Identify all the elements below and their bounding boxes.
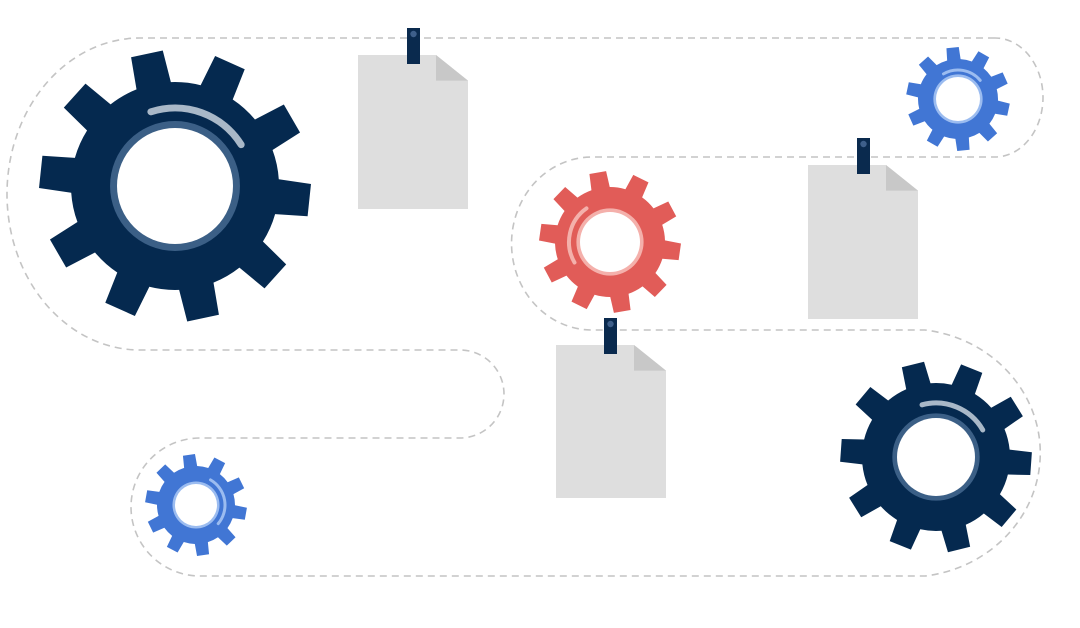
- red-medium-gear: [539, 171, 681, 313]
- dashed-path-line: [6, 37, 1044, 577]
- gear-hole: [936, 77, 980, 121]
- document-clip-dot: [410, 30, 417, 38]
- document-page: [808, 165, 918, 319]
- document-clip-dot: [860, 140, 867, 148]
- document-page: [358, 55, 468, 209]
- blue-small-gear-bottom: [145, 454, 247, 556]
- blue-small-gear-top: [906, 47, 1010, 151]
- gear-hole: [897, 418, 975, 496]
- document-fold: [886, 165, 918, 191]
- gear-highlight-arc: [567, 206, 589, 265]
- document-1: [358, 28, 468, 209]
- gear-hole: [175, 484, 217, 526]
- gear-highlight-arc: [942, 68, 982, 82]
- document-3: [556, 318, 666, 498]
- document-fold: [634, 345, 666, 371]
- document-clip: [604, 318, 617, 354]
- document-page: [556, 345, 666, 498]
- navy-large-gear-bottom: [840, 361, 1032, 553]
- document-clip: [407, 28, 420, 64]
- gear-highlight-arc: [147, 104, 245, 149]
- document-fold: [436, 55, 468, 81]
- gear-hole: [117, 128, 233, 244]
- navy-large-gear: [39, 50, 311, 322]
- document-group: [358, 28, 918, 498]
- document-clip-dot: [607, 320, 614, 328]
- gear-hole: [580, 212, 640, 272]
- gear-highlight-arc: [209, 478, 227, 526]
- document-clip: [857, 138, 870, 174]
- dashed-process-path: [6, 37, 1044, 577]
- gear-group: [39, 47, 1032, 556]
- document-2: [808, 138, 918, 319]
- gear-highlight-arc: [919, 400, 986, 433]
